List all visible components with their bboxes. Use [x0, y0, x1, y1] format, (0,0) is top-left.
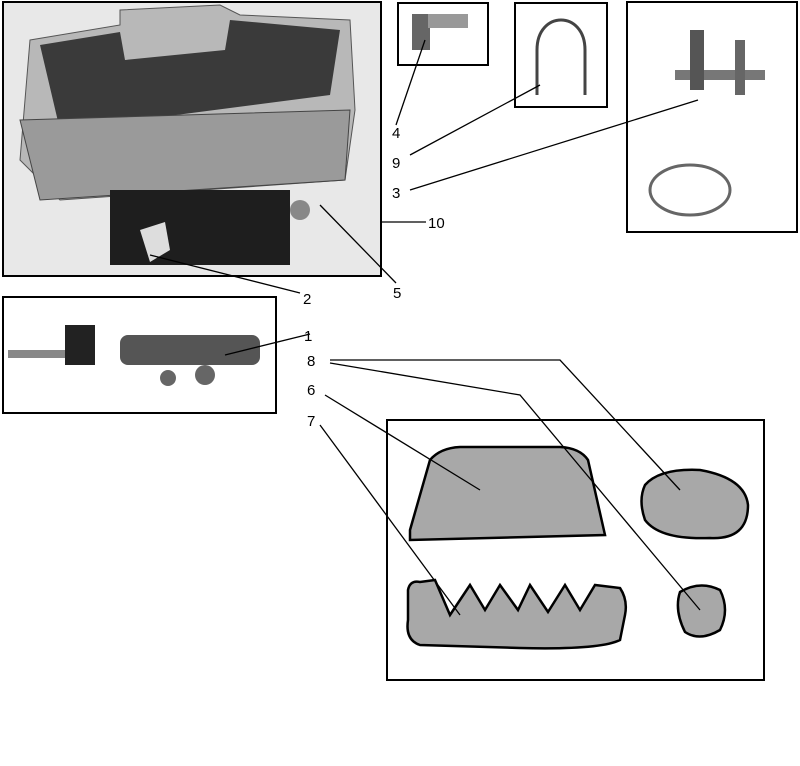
- ember-bed-rear: [406, 578, 628, 650]
- callout-1: 1: [304, 328, 312, 345]
- callout-9: 9: [392, 155, 400, 172]
- callout-8: 8: [307, 353, 315, 370]
- callout-5: 5: [393, 285, 401, 302]
- gas-valve-image: [2, 296, 277, 414]
- callout-6: 6: [307, 382, 315, 399]
- burner-assembly-image: [2, 1, 382, 277]
- callout-7: 7: [307, 413, 315, 430]
- callout-4: 4: [392, 125, 400, 142]
- elbow-fitting-image: [397, 2, 489, 66]
- callout-3: 3: [392, 185, 400, 202]
- pilot-assembly-image: [626, 1, 798, 233]
- callout-2: 2: [303, 291, 311, 308]
- callout-10: 10: [428, 215, 445, 232]
- leader-lines: [149, 39, 701, 616]
- rock-large: [640, 468, 750, 540]
- ember-bed-front: [408, 445, 607, 542]
- rock-small: [676, 584, 727, 638]
- log-and-ember-set: [386, 419, 765, 681]
